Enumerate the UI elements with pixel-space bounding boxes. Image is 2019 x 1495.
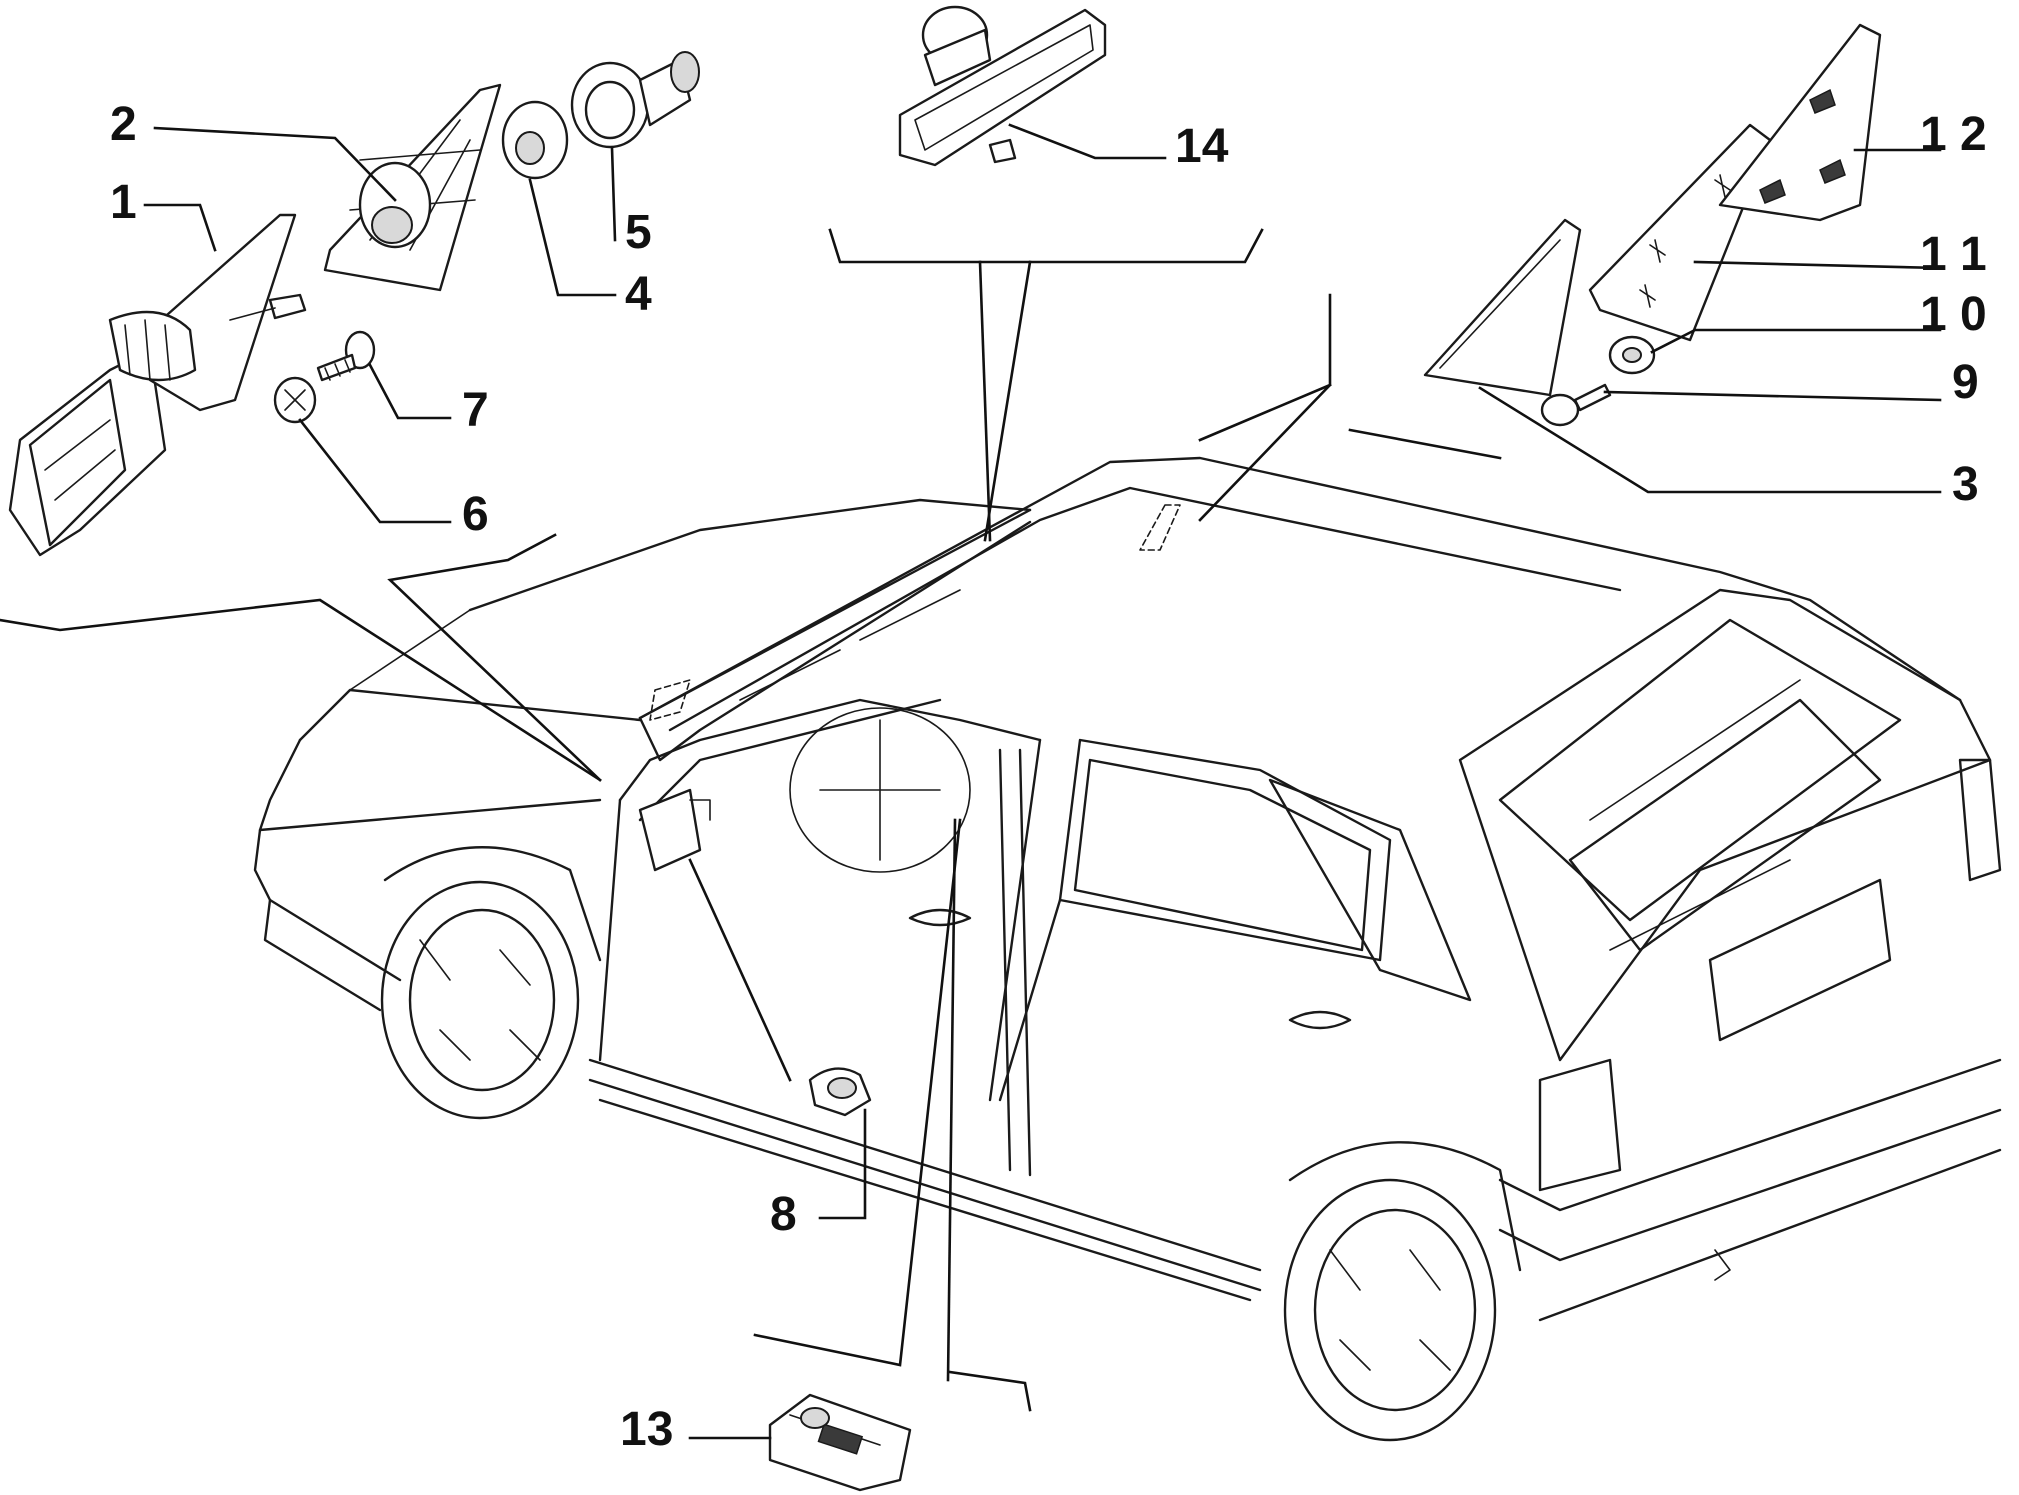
triangle-cover-clips (1588, 123, 1772, 342)
callout-4: 4 (625, 268, 652, 321)
callout-11: 1 1 (1920, 228, 1987, 281)
callout-6: 6 (462, 488, 489, 541)
callout-2: 2 (110, 98, 137, 151)
callout-9: 9 (1952, 356, 1979, 409)
exterior-mirror-assembly (8, 213, 307, 557)
door-mirror-on-car (638, 788, 711, 872)
mirror-trim-plate (323, 83, 502, 292)
callout-1: 1 (110, 176, 137, 229)
clip-screw (1540, 383, 1612, 427)
washer-nut (273, 376, 317, 424)
callout-7: 7 (462, 384, 489, 437)
callout-8: 8 (770, 1188, 797, 1241)
rubber-boot (570, 51, 700, 149)
small-grommet (1608, 335, 1656, 375)
callout-numbers: 1 2 3 4 5 6 7 8 9 1 0 1 1 1 2 13 14 (110, 98, 1987, 1456)
door-check-strap (808, 1067, 872, 1117)
rear-view-mirror (898, 5, 1107, 167)
interior-lamp (768, 1393, 912, 1492)
triangle-cover-back (1718, 23, 1882, 222)
leader-lines (0, 123, 1942, 1440)
callout-14: 14 (1175, 120, 1229, 173)
mirror-screw (316, 330, 376, 382)
callout-10: 1 0 (1920, 288, 1987, 341)
triangle-cover-plain (1423, 218, 1582, 397)
callout-5: 5 (625, 206, 652, 259)
car-illustration (253, 456, 2002, 1442)
callout-3: 3 (1952, 458, 1979, 511)
grommet-ring (501, 100, 569, 180)
callout-13: 13 (620, 1403, 673, 1456)
callout-12: 1 2 (1920, 108, 1987, 161)
